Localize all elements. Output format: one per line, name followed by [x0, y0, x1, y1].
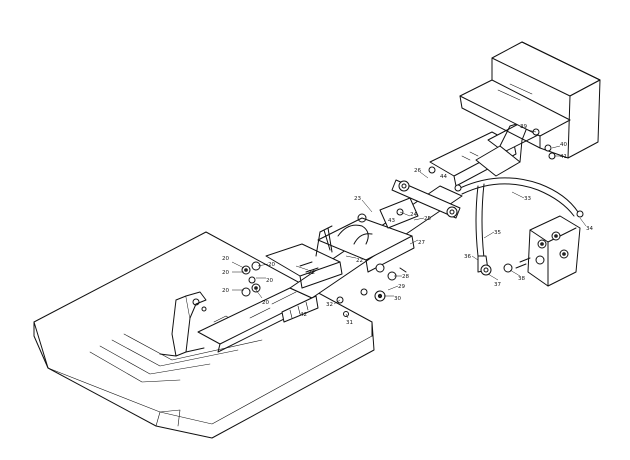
- callout-label: 29: [398, 284, 405, 290]
- callout-label: 35: [494, 230, 501, 236]
- callout-label: 27: [418, 240, 425, 246]
- callout-label: 44: [440, 174, 447, 180]
- tilt-frame: [317, 197, 419, 273]
- callout-label: 41: [560, 154, 567, 160]
- callout-label: 25: [424, 216, 431, 222]
- callout-label: 38: [518, 276, 525, 282]
- callout-label: 24: [410, 212, 417, 218]
- tractor-mount-box: [459, 41, 601, 159]
- pivot-link: [391, 179, 461, 219]
- callout-label: 42: [300, 312, 307, 318]
- callout-label: 20: [222, 288, 229, 294]
- callout-label: 23: [354, 196, 361, 202]
- callout-label: 22: [308, 270, 315, 276]
- callout-label: 28: [402, 274, 409, 280]
- callout-label: 40: [560, 142, 567, 148]
- callout-label: 30: [394, 296, 401, 302]
- callout-label: 20: [266, 278, 273, 284]
- callouts: 20 20 20 20 20 20 22 22 23 24 25 26 27 2…: [222, 124, 593, 326]
- leader-lines: [231, 129, 587, 319]
- callout-label: 43: [388, 218, 395, 224]
- swing-bracket: [265, 227, 343, 289]
- callout-label: 34: [586, 226, 593, 232]
- callout-label: 20: [262, 300, 269, 306]
- deck-support-bracket: [159, 291, 233, 357]
- bolt-cluster-center: [336, 263, 407, 317]
- callout-label: 22: [356, 258, 363, 264]
- callout-label: 31: [346, 320, 353, 326]
- callout-label: 32: [326, 302, 333, 308]
- callout-label: 20: [222, 256, 229, 262]
- callout-label: 37: [494, 282, 501, 288]
- callout-label: 39: [520, 124, 527, 130]
- callout-label: 20: [222, 270, 229, 276]
- callout-label: 20: [268, 262, 275, 268]
- control-valve: [515, 210, 584, 287]
- callout-label: 36: [464, 254, 471, 260]
- callout-label: 26: [414, 168, 421, 174]
- callout-label: 33: [524, 196, 531, 202]
